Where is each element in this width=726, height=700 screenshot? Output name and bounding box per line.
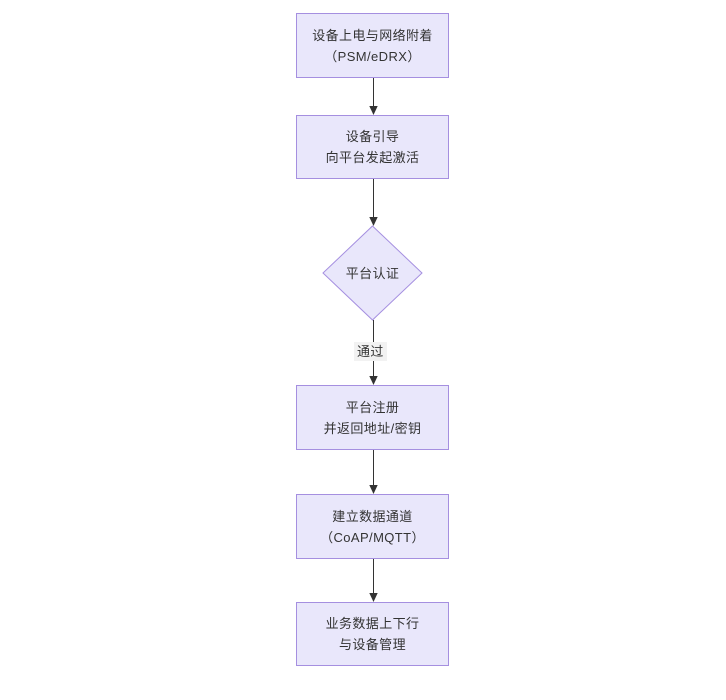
flow-node-line1: 设备上电与网络附着 xyxy=(312,27,433,43)
flow-edge-n2-n3 xyxy=(366,179,381,227)
flow-node-line2: 与设备管理 xyxy=(338,637,406,652)
flow-node-data-channel[interactable]: 建立数据通道 （CoAP/MQTT） xyxy=(296,494,449,559)
flow-node-line2: 并返回地址/密钥 xyxy=(323,420,422,436)
flow-node-business-data[interactable]: 业务数据上下行 与设备管理 xyxy=(296,602,449,666)
flow-edge-label-pass: 通过 xyxy=(354,342,387,361)
decision-diamond-shape xyxy=(322,225,423,321)
flow-node-line1: 设备引导 xyxy=(345,129,400,144)
flow-node-line1: 平台注册 xyxy=(345,399,400,415)
arrowhead-icon xyxy=(369,106,378,115)
flow-node-device-bootstrap[interactable]: 设备引导 向平台发起激活 xyxy=(296,115,449,179)
flow-node-line1: 建立数据通道 xyxy=(332,508,413,524)
flow-node-device-power-on[interactable]: 设备上电与网络附着 （PSM/eDRX） xyxy=(296,13,449,78)
arrowhead-icon xyxy=(369,376,378,385)
flow-node-line2: （CoAP/MQTT） xyxy=(320,529,425,545)
arrowhead-icon xyxy=(369,593,378,602)
flow-node-platform-auth[interactable]: 平台认证 xyxy=(322,225,423,321)
flow-node-line1: 业务数据上下行 xyxy=(325,616,420,631)
flow-edge-n1-n2 xyxy=(366,78,381,116)
flow-edge-n4-n5 xyxy=(366,450,381,495)
flow-node-platform-register[interactable]: 平台注册 并返回地址/密钥 xyxy=(296,385,449,450)
flow-node-line2: （PSM/eDRX） xyxy=(324,48,421,64)
flow-node-line2: 向平台发起激活 xyxy=(325,150,420,165)
arrowhead-icon xyxy=(369,485,378,494)
flow-edge-n5-n6 xyxy=(366,559,381,603)
arrowhead-icon xyxy=(369,217,378,226)
